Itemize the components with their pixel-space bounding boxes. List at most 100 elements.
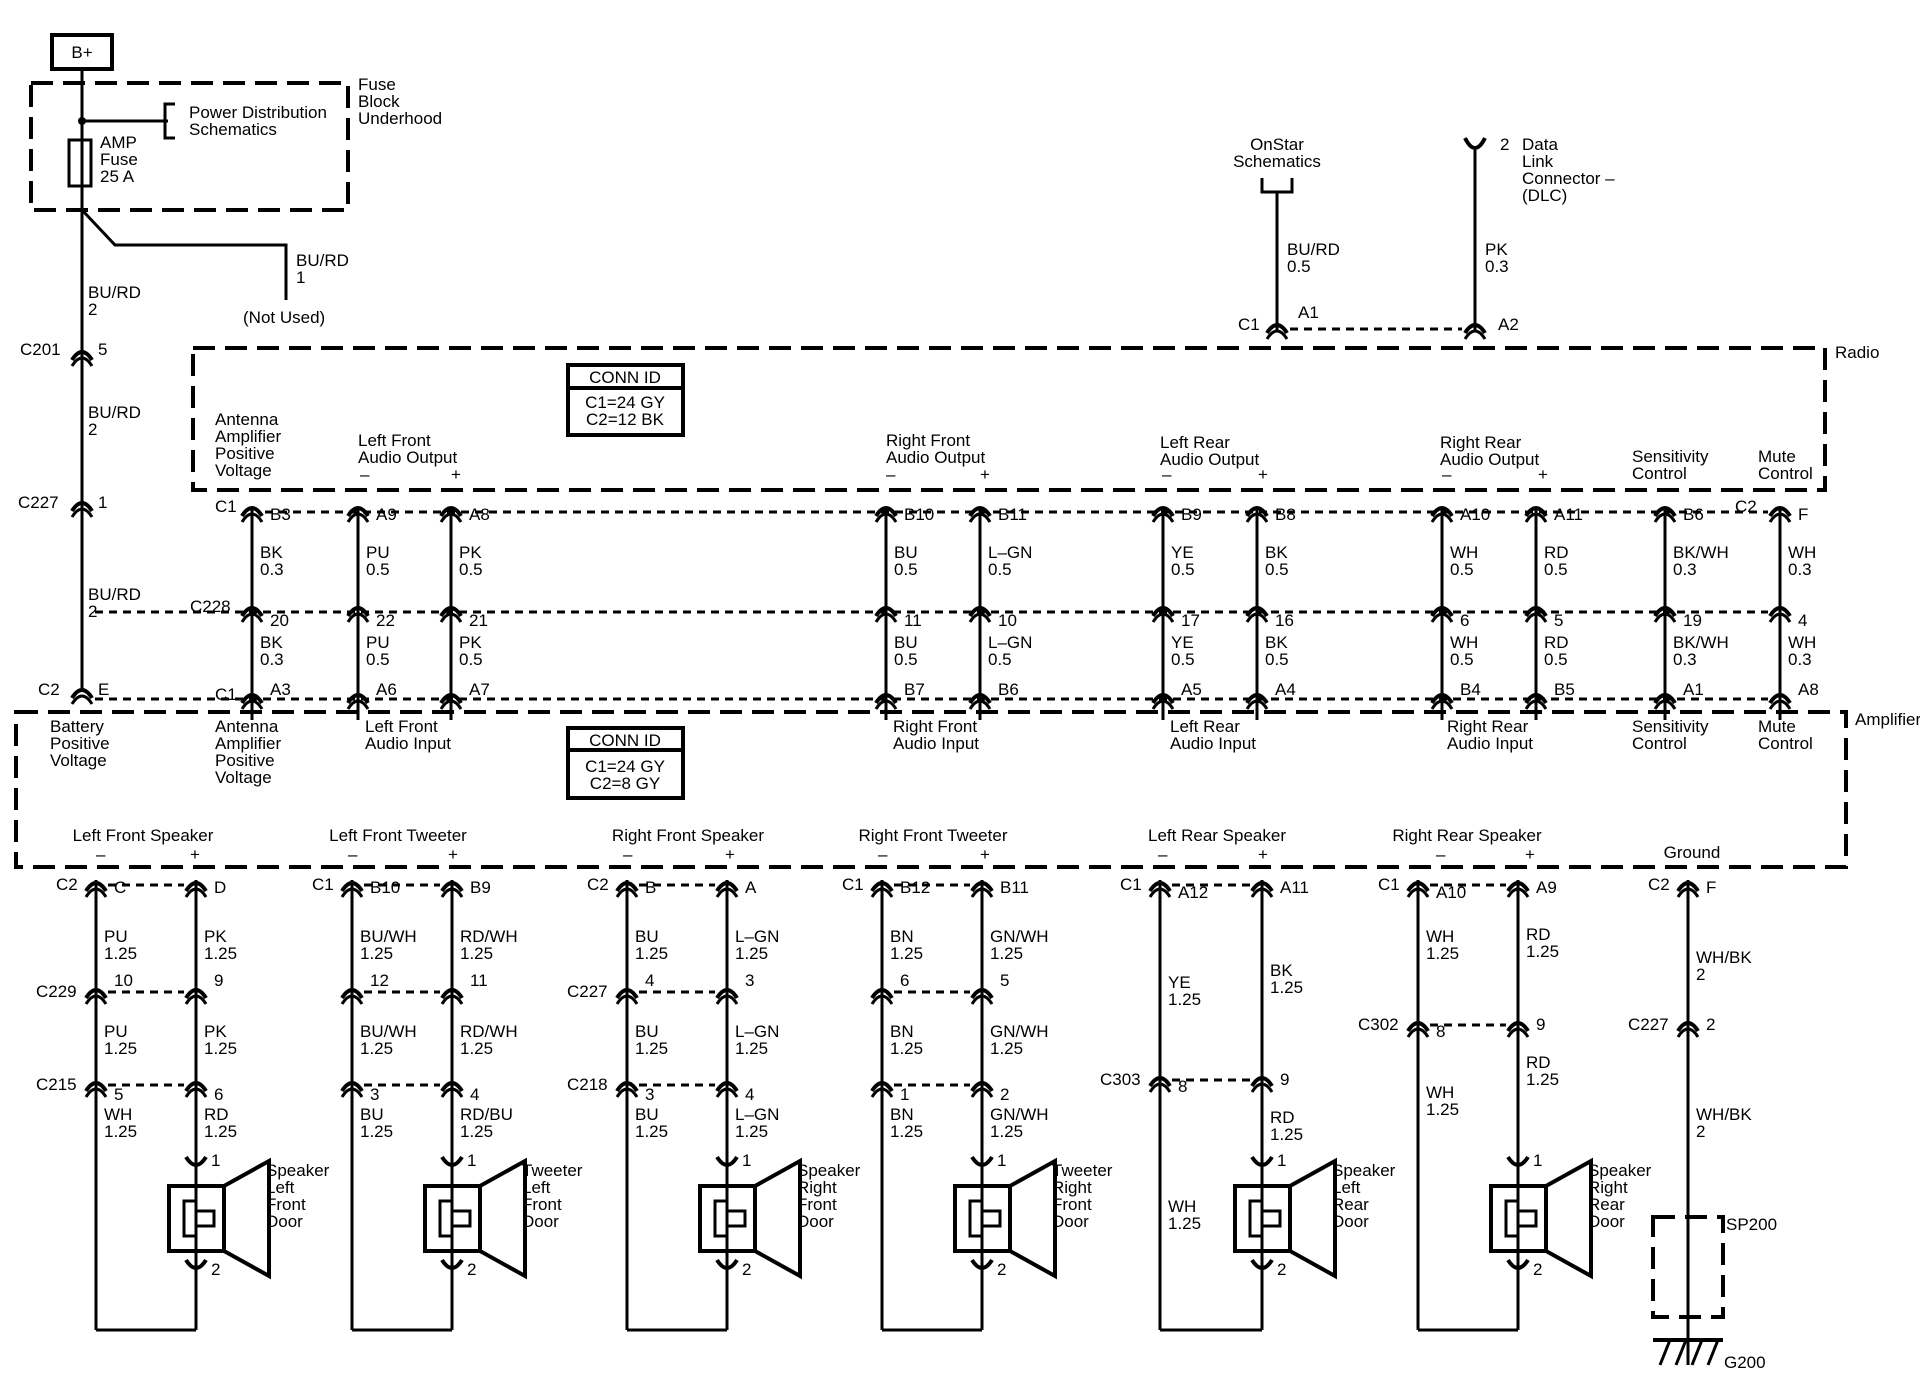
c228-pin: 4 <box>1798 611 1807 630</box>
radio-c1-label: C1 <box>1238 315 1260 334</box>
radio-pin-group-label: Right Front <box>886 431 970 450</box>
onstar-wire-label: BU/RD <box>1287 240 1340 259</box>
c228-connector <box>1430 612 1454 623</box>
amplifier-output-label: Ground <box>1664 843 1721 862</box>
c201-label: C201 <box>20 340 61 359</box>
wire-label: BK <box>1265 633 1288 652</box>
power-wire-label: BU/RD <box>88 283 141 302</box>
conn-id-title: CONN ID <box>589 368 661 387</box>
inline-connector <box>715 1081 739 1093</box>
speaker-coil <box>982 1209 1002 1228</box>
inline-connector <box>184 988 208 1000</box>
amplifier-output-label: Left Front Speaker <box>73 826 214 845</box>
inline-connector-label: C303 <box>1100 1070 1141 1089</box>
wire-label: 1.25 <box>104 1039 137 1058</box>
inline-pin: 8 <box>1178 1077 1187 1096</box>
radio-connector <box>874 512 898 523</box>
wire-label: 0.5 <box>894 650 918 669</box>
polarity-mark: – <box>1158 845 1168 864</box>
wire-label: RD/WH <box>460 1022 518 1041</box>
inline-connector-label: C227 <box>567 982 608 1001</box>
c228-connector <box>968 606 992 618</box>
wire-label: BU/WH <box>360 927 417 946</box>
inline-connector <box>340 988 364 1000</box>
radio-conn-id-box <box>566 363 685 437</box>
speaker-cone <box>478 1157 527 1280</box>
radio-connector <box>439 512 463 523</box>
wire-label: 1.25 <box>1168 990 1201 1009</box>
amplifier-input-label: Control <box>1632 734 1687 753</box>
c228-connector <box>1524 606 1548 618</box>
speaker-device-label: Left <box>266 1178 295 1197</box>
wire-label: 1.25 <box>1526 942 1559 961</box>
wire-label: WH <box>1426 1083 1454 1102</box>
amplifier-connector-label: C1 <box>842 875 864 894</box>
radio-connector <box>1653 512 1677 523</box>
inline-connector <box>1148 1082 1172 1093</box>
amplifier-connector <box>346 693 370 705</box>
c201-connector <box>70 356 94 367</box>
not-used-label: (Not Used) <box>243 308 325 327</box>
inline-connector <box>84 994 108 1005</box>
amplifier-connector <box>84 881 108 893</box>
radio-pin: B10 <box>904 505 934 524</box>
c228-connector <box>439 612 463 623</box>
wire-label: WH/BK <box>1696 948 1752 967</box>
inline-connector <box>970 988 994 1000</box>
radio-c2-label: C2 <box>1735 497 1757 516</box>
amplifier-connector <box>870 881 894 893</box>
fuse-label: Fuse <box>100 150 138 169</box>
amplifier-connector <box>715 887 739 898</box>
amplifier-connector <box>346 699 370 710</box>
inline-pin: 6 <box>900 971 909 990</box>
speaker-device-label: Right <box>1052 1178 1092 1197</box>
wire-label: 1.25 <box>1426 944 1459 963</box>
inline-connector <box>1506 1027 1530 1038</box>
radio-connector <box>1151 506 1175 518</box>
wire-label: 0.5 <box>1450 650 1474 669</box>
battery-connector <box>70 688 94 700</box>
speaker-coil <box>1504 1199 1520 1238</box>
wire-label: 1.25 <box>1426 1100 1459 1119</box>
speaker-connector <box>970 1258 994 1270</box>
speaker-pin: 2 <box>467 1260 476 1279</box>
wire-label: RD <box>1544 543 1569 562</box>
wire-label: 0.3 <box>1788 650 1812 669</box>
amplifier-pin: D <box>214 878 226 897</box>
amplifier-connector <box>970 887 994 898</box>
speaker-connector <box>715 1258 739 1270</box>
amplifier-connector <box>1676 881 1700 893</box>
amplifier-pin: B7 <box>904 680 925 699</box>
c227-label: C227 <box>18 493 59 512</box>
battery-connector <box>70 694 94 705</box>
speaker-device-label: Speaker <box>797 1161 861 1180</box>
inline-connector <box>340 994 364 1005</box>
speaker-device-label: Tweeter <box>1052 1161 1113 1180</box>
radio-pin: A10 <box>1460 505 1490 524</box>
amplifier-connector <box>870 887 894 898</box>
amplifier-connector <box>968 693 992 705</box>
wire-label: WH <box>1450 543 1478 562</box>
amplifier-c1-label: C1 <box>215 685 237 704</box>
speaker-connector <box>440 1155 464 1167</box>
g200-label: G200 <box>1724 1353 1766 1372</box>
amplifier-connector-label: C2 <box>587 875 609 894</box>
c228-pin: 10 <box>998 611 1017 630</box>
radio-pin-group-label: Mute <box>1758 447 1796 466</box>
wire-label: PU <box>104 927 128 946</box>
speaker-pin: 2 <box>1533 1260 1542 1279</box>
polarity-mark: – <box>348 845 358 864</box>
wire-label: 2 <box>1696 1122 1705 1141</box>
wire-label: 0.5 <box>459 650 483 669</box>
speaker-connector <box>1506 1258 1530 1270</box>
polarity-mark: + <box>980 845 990 864</box>
amplifier-connector <box>1148 881 1172 893</box>
polarity-mark: – <box>878 845 888 864</box>
radio-connector <box>1430 512 1454 523</box>
wire-label: 0.3 <box>260 650 284 669</box>
inline-connector <box>1148 1076 1172 1088</box>
wire-label: BK <box>260 543 283 562</box>
speaker-device-label: Front <box>522 1195 562 1214</box>
amplifier-connector <box>615 881 639 893</box>
